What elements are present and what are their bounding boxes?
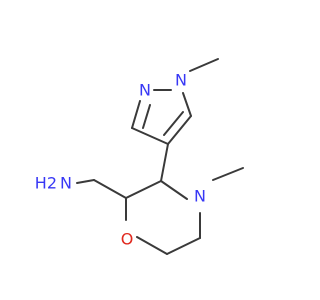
background [0, 0, 300, 300]
bonds [76, 58, 244, 255]
bond-c2-ch2 [93, 179, 127, 199]
bond-ch2-nh2 [76, 179, 95, 184]
atom-morpholine-o: O [121, 230, 134, 249]
bond-n1-methyl [189, 58, 219, 72]
atom-pyrazole-n1: N [175, 71, 187, 90]
bond-c3-c4 [131, 127, 169, 145]
bond-mc3-mn [160, 180, 188, 200]
bond-mn-methyl [212, 167, 244, 181]
bond-c5-c6 [166, 237, 201, 255]
atom-amine-n: N [60, 174, 72, 193]
bond-c5-n1 [182, 92, 192, 117]
bond-c6-o [136, 236, 168, 255]
atom-morpholine-n: N [194, 187, 206, 206]
bond-n2-c3-a [131, 100, 141, 129]
atom-labels: N N N O N H2 [35, 71, 206, 249]
bond-c4-mc3 [160, 143, 169, 182]
atom-pyrazole-n2: N [139, 81, 151, 100]
bond-c2-c3 [125, 180, 162, 199]
molecule-structure: N N N O N H2 [0, 0, 300, 300]
bond-n2-c3-b [142, 104, 151, 129]
bond-c4-c5-a [167, 115, 192, 145]
atom-amine-h2: H2 [35, 174, 57, 193]
bond-c4-c5-b [163, 111, 184, 136]
